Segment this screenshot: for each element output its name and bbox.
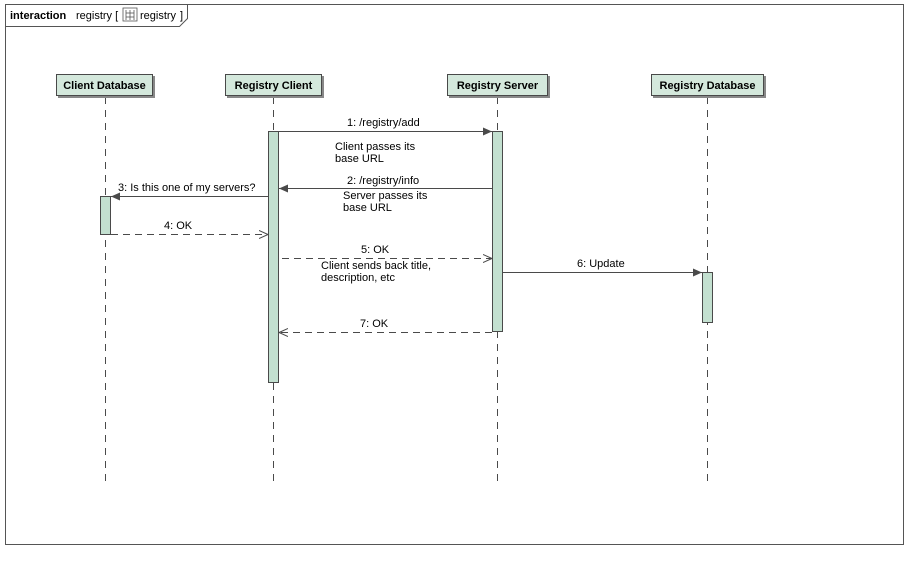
note-2-line-2: base URL xyxy=(343,202,392,214)
frame-name-prefix: registry [ xyxy=(76,10,118,22)
activation-bar-client-database[interactable] xyxy=(100,196,111,235)
frame-name-tab xyxy=(5,4,188,27)
lifeline-head-client-database[interactable]: Client Database xyxy=(56,74,153,96)
lifeline-label: Registry Client xyxy=(235,80,313,92)
message-label-5: 5: OK xyxy=(361,244,390,256)
message-label-3: 3: Is this one of my servers? xyxy=(118,182,256,194)
activation-bar-registry-database[interactable] xyxy=(702,272,713,323)
frame-diagram-name: registry xyxy=(140,10,177,22)
activation-bar-registry-server[interactable] xyxy=(492,131,503,332)
frame-name-suffix: ] xyxy=(180,10,183,22)
message-label-6: 6: Update xyxy=(577,258,625,270)
message-label-4: 4: OK xyxy=(164,220,193,232)
note-1-line-1: Client passes its xyxy=(335,141,416,153)
interaction-diagram-icon xyxy=(122,7,138,22)
message-label-2: 2: /registry/info xyxy=(347,175,419,187)
lifeline-label: Registry Server xyxy=(457,80,539,92)
note-2-line-1: Server passes its xyxy=(343,190,428,202)
message-label-7: 7: OK xyxy=(360,318,389,330)
frame-keyword: interaction xyxy=(10,10,67,22)
lifeline-head-registry-client[interactable]: Registry Client xyxy=(225,74,322,96)
note-3-line-2: description, etc xyxy=(321,272,395,284)
activation-bar-registry-client[interactable] xyxy=(268,131,279,383)
lifeline-head-registry-server[interactable]: Registry Server xyxy=(447,74,548,96)
lifeline-head-registry-database[interactable]: Registry Database xyxy=(651,74,764,96)
message-label-1: 1: /registry/add xyxy=(347,117,420,129)
note-1-line-2: base URL xyxy=(335,153,384,165)
lifeline-label: Registry Database xyxy=(660,80,756,92)
note-3-line-1: Client sends back title, xyxy=(321,260,431,272)
lifeline-label: Client Database xyxy=(63,80,146,92)
